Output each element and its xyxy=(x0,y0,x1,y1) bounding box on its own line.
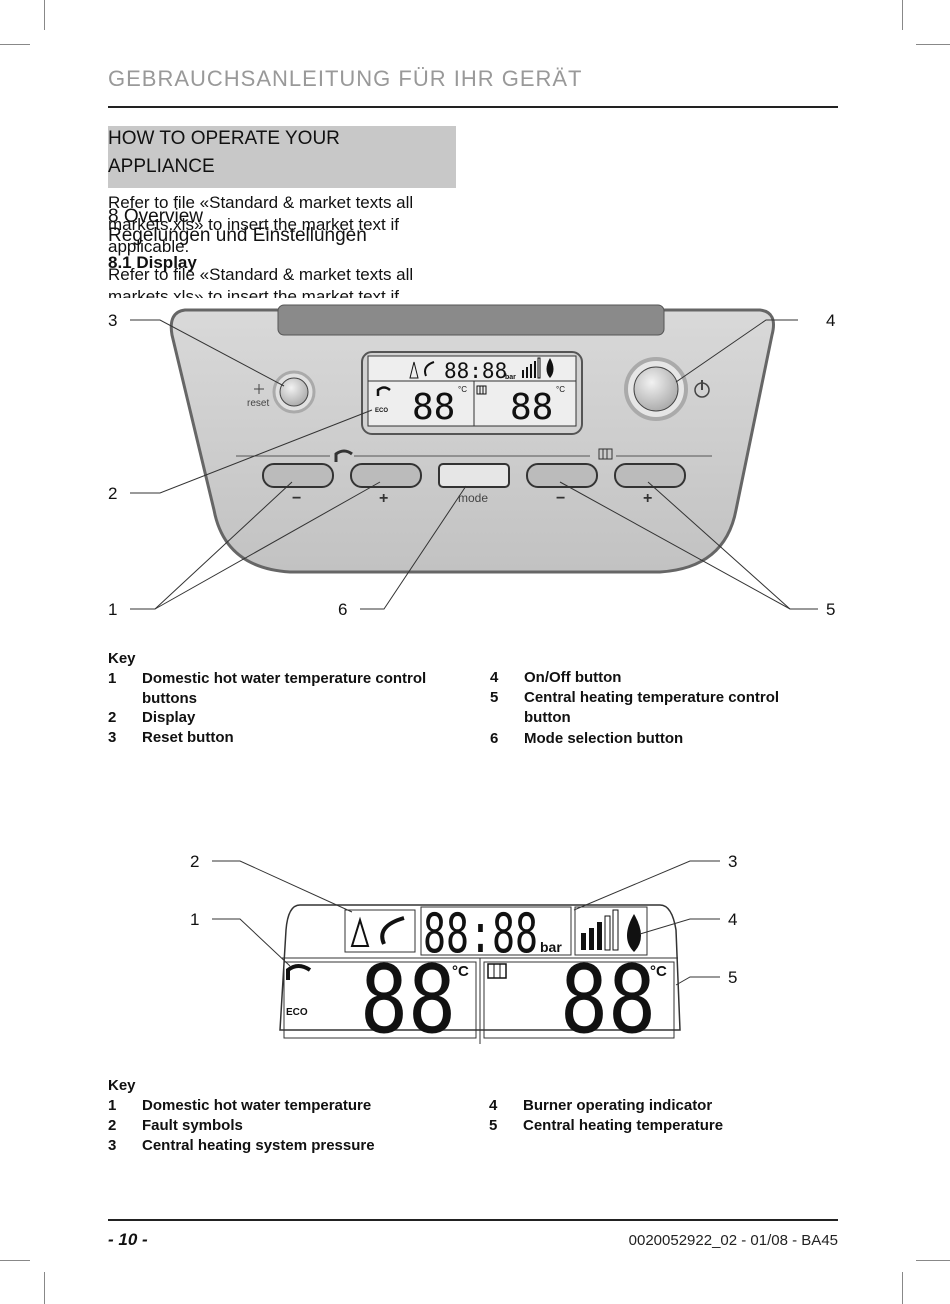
ch-minus-label: − xyxy=(556,490,565,507)
crop-mark xyxy=(0,44,30,45)
heading-display: 8.1 Display xyxy=(108,253,197,272)
note-2-line2: markets.xls» to insert the market text i… xyxy=(108,287,399,298)
lcd-tap-icon xyxy=(376,386,391,396)
ch-plus-label: + xyxy=(643,490,652,507)
radiator-icon xyxy=(598,448,613,460)
lcd-eco-label: ECO xyxy=(375,408,388,414)
footer-rule xyxy=(108,1219,838,1221)
display-callout-5: 5 xyxy=(728,968,737,987)
dhw-minus-label: − xyxy=(292,490,301,507)
burner-box xyxy=(574,906,648,956)
display-callout-4: 4 xyxy=(728,910,737,929)
lcd-right-degc: °C xyxy=(556,385,565,394)
control-panel-illustration: reset mode − + − + 88:88 bar 88 88 °C °C… xyxy=(108,304,835,619)
crop-mark xyxy=(0,1260,30,1261)
callout-5: 5 xyxy=(826,600,835,619)
key-2-title: Key xyxy=(108,1077,136,1094)
dhw-minus-button[interactable] xyxy=(262,463,334,488)
display-right-digits: 88 xyxy=(560,946,656,1055)
lcd-left-digits: 88 xyxy=(412,387,455,428)
reset-symbol-icon xyxy=(254,384,264,394)
radiator-icon xyxy=(487,963,507,979)
fault-icon xyxy=(350,916,405,947)
ch-minus-button[interactable] xyxy=(526,463,598,488)
display-bar-unit: bar xyxy=(540,939,562,955)
callout-3: 3 xyxy=(108,311,117,330)
panel-body xyxy=(169,308,775,574)
heading-regelungen: Regelungen und Einstellungen xyxy=(108,225,367,246)
mode-button[interactable] xyxy=(438,463,510,488)
on-off-button[interactable] xyxy=(624,357,688,421)
document-code: 0020052922_02 - 01/08 - BA45 xyxy=(628,1232,838,1249)
crop-mark xyxy=(44,0,45,30)
dhw-plus-button[interactable] xyxy=(350,463,422,488)
flame-icon xyxy=(627,914,641,952)
lcd-fault-icon xyxy=(409,361,435,379)
crop-mark xyxy=(902,1272,903,1304)
mode-label: mode xyxy=(458,491,488,505)
section-title-box: HOW TO OPERATE YOUR APPLIANCE xyxy=(108,126,456,188)
page-header-title: GEBRAUCHSANLEITUNG FÜR IHR GERÄT xyxy=(108,66,583,91)
lcd-screen xyxy=(367,355,577,427)
note-1-line1: Refer to file «Standard & market texts a… xyxy=(108,193,414,212)
display-right-degc: °C xyxy=(650,963,667,980)
lcd-burner-bars-icon xyxy=(522,357,541,379)
display-callout-2: 2 xyxy=(190,852,199,871)
callout-2: 2 xyxy=(108,484,117,503)
lcd-bar-unit: bar xyxy=(505,374,516,381)
key-1-title: Key xyxy=(108,650,136,667)
note-2-line1: Refer to file «Standard & market texts a… xyxy=(108,265,414,284)
display-left-degc: °C xyxy=(452,963,469,980)
header-rule xyxy=(108,106,838,108)
lcd-flame-icon xyxy=(546,358,554,378)
tap-icon xyxy=(334,449,353,462)
crop-mark xyxy=(916,44,950,45)
heading-overview: 8 Overview xyxy=(108,206,204,227)
lcd-left-degc: °C xyxy=(458,385,467,394)
panel-top-slot xyxy=(277,304,665,336)
display-callout-3: 3 xyxy=(728,852,737,871)
power-icon xyxy=(694,380,710,398)
note-1-line3: applicable. xyxy=(108,237,190,256)
section-title-line2: APPLIANCE xyxy=(108,156,215,177)
crop-mark xyxy=(44,1272,45,1304)
section-title-line1: HOW TO OPERATE YOUR xyxy=(108,128,340,149)
dhw-plus-label: + xyxy=(379,490,388,507)
note-1-line2: markets.xls» to insert the market text i… xyxy=(108,215,399,234)
pressure-box xyxy=(420,906,572,956)
display-callout-1: 1 xyxy=(190,910,199,929)
lcd-top-digits: 88:88 xyxy=(444,359,507,383)
reset-label: reset xyxy=(247,398,269,409)
display-detail-illustration: 88:88 bar 88 88 °C °C ECO 2 1 3 4 5 xyxy=(190,852,737,1055)
display-eco-label: ECO xyxy=(286,1007,308,1018)
lcd-right-digits: 88 xyxy=(510,387,553,428)
crop-mark xyxy=(916,1260,950,1261)
crop-mark xyxy=(902,0,903,30)
callout-1: 1 xyxy=(108,600,117,619)
burner-bars-icon xyxy=(581,909,619,951)
callout-6: 6 xyxy=(338,600,347,619)
ch-plus-button[interactable] xyxy=(614,463,686,488)
display-top-digits: 88:88 xyxy=(423,902,538,965)
fault-symbols-box xyxy=(344,909,416,953)
reset-button[interactable] xyxy=(272,370,316,414)
callout-4: 4 xyxy=(826,311,835,330)
page-number: - 10 - xyxy=(108,1230,148,1249)
lcd-radiator-icon xyxy=(476,385,487,395)
display-left-digits: 88 xyxy=(360,946,456,1055)
tap-icon xyxy=(286,964,312,980)
